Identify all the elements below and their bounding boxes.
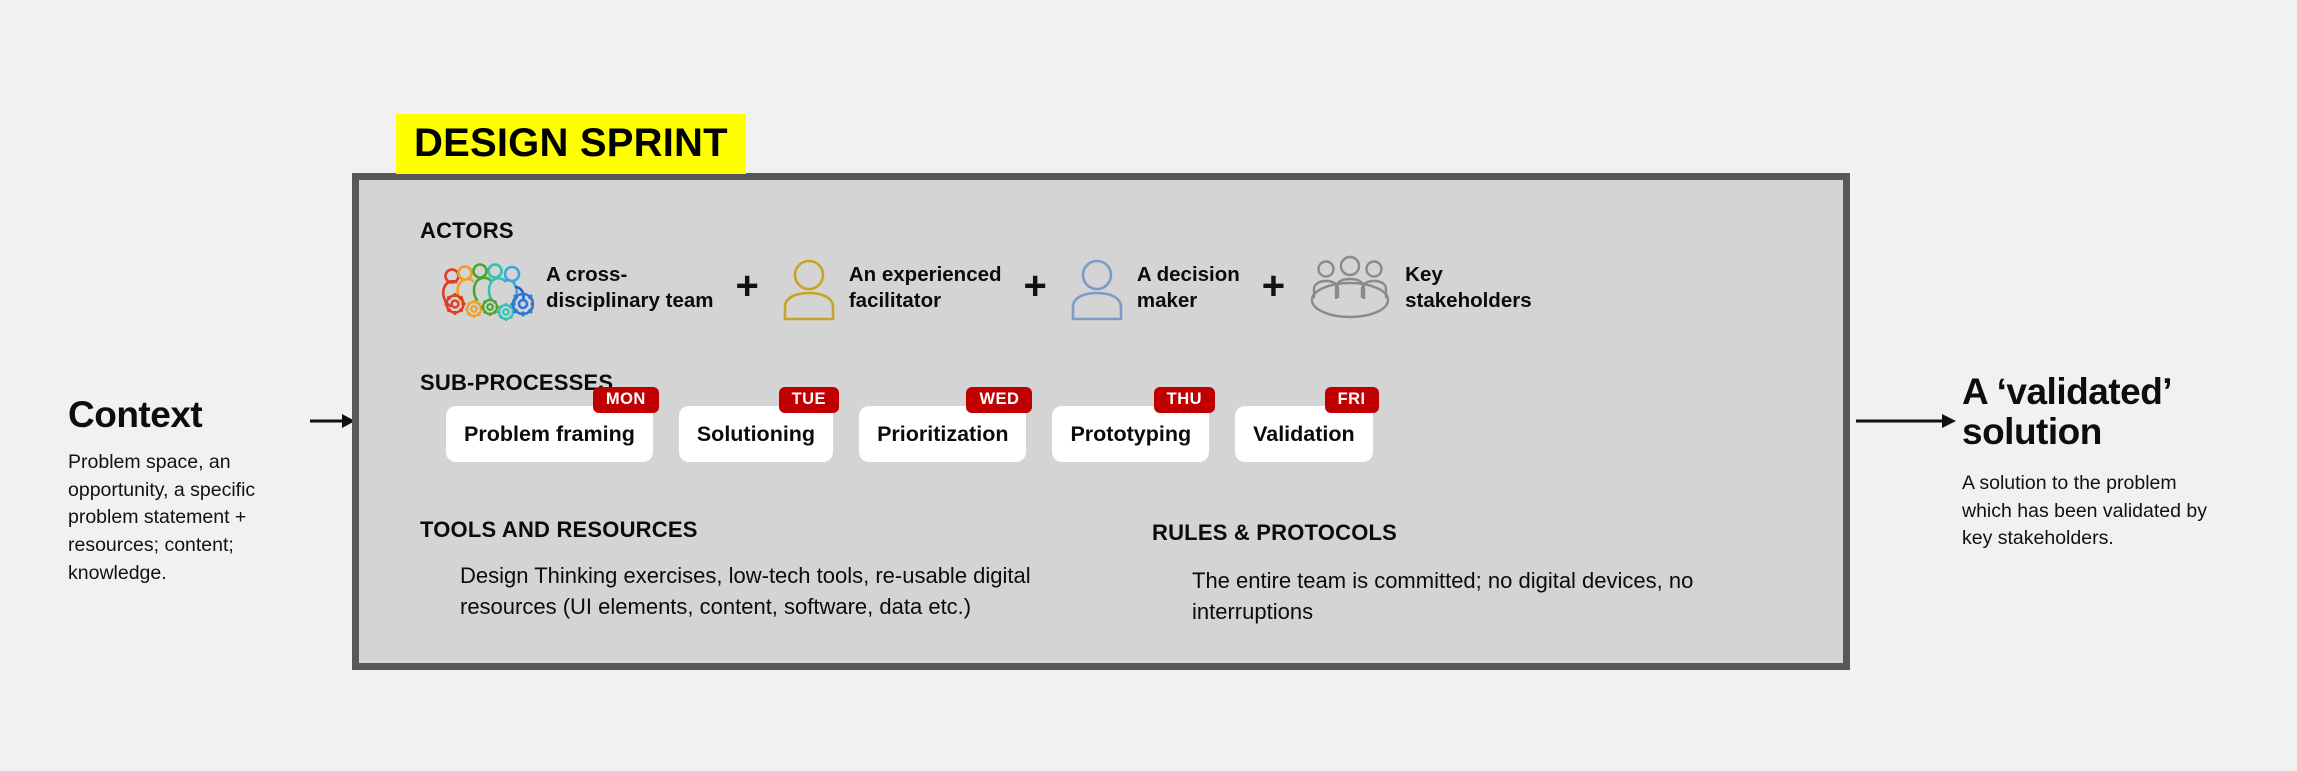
outcome-block: A ‘validated’ solution A solution to the… bbox=[1962, 372, 2212, 553]
step-card-prioritization[interactable]: WED Prioritization bbox=[859, 387, 1033, 462]
actor-label: An experienced facilitator bbox=[848, 262, 1002, 312]
actor-separator-plus: + bbox=[735, 264, 759, 308]
actor-decision-maker: A decision maker bbox=[1069, 255, 1240, 321]
outcome-description: A solution to the problem which has been… bbox=[1962, 471, 2207, 550]
step-card-solutioning[interactable]: TUE Solutioning bbox=[678, 387, 840, 462]
step-card-prototyping[interactable]: THU Prototyping bbox=[1052, 387, 1216, 462]
actor-key-stakeholders: Key stakeholders bbox=[1307, 255, 1532, 321]
key-stakeholders-group-icon bbox=[1310, 255, 1390, 319]
step-label: Solutioning bbox=[696, 421, 816, 446]
actors-section-label: ACTORS bbox=[420, 218, 514, 243]
step-card-problem-framing[interactable]: MON Problem framing bbox=[446, 387, 659, 462]
actor-label: Key stakeholders bbox=[1405, 262, 1532, 312]
actor-separator-plus: + bbox=[1023, 264, 1047, 308]
actor-label: A cross- disciplinary team bbox=[546, 262, 714, 312]
step-label: Prototyping bbox=[1070, 421, 1192, 446]
rules-section-label: RULES & PROTOCOLS bbox=[1152, 520, 1398, 545]
day-badge: WED bbox=[966, 387, 1033, 413]
step-label: Validation bbox=[1253, 421, 1355, 446]
decision-maker-person-icon bbox=[1071, 259, 1123, 321]
cross-disciplinary-team-icon bbox=[441, 263, 534, 321]
step-card-validation[interactable]: FRI Validation bbox=[1235, 387, 1379, 462]
subprocesses-section-label: SUB-PROCESSES bbox=[420, 370, 614, 395]
day-badge: MON bbox=[592, 387, 659, 413]
design-sprint-title: DESIGN SPRINT bbox=[396, 114, 746, 174]
day-badge: THU bbox=[1153, 387, 1216, 413]
rules-section-text: The entire team is committed; no digital… bbox=[1192, 568, 1694, 625]
facilitator-person-icon bbox=[783, 259, 835, 321]
context-block: Context Problem space, an opportunity, a… bbox=[68, 395, 308, 587]
tools-section-text: Design Thinking exercises, low-tech tool… bbox=[460, 563, 1031, 620]
outcome-title: A ‘validated’ solution bbox=[1962, 371, 2171, 452]
actor-experienced-facilitator: An experienced facilitator bbox=[781, 255, 1002, 321]
actor-separator-plus: + bbox=[1261, 264, 1286, 308]
day-badge: TUE bbox=[778, 387, 840, 413]
context-description: Problem space, an opportunity, a specifi… bbox=[68, 450, 256, 584]
step-label: Problem framing bbox=[464, 421, 635, 446]
tools-section-label: TOOLS AND RESOURCES bbox=[420, 517, 698, 542]
context-title: Context bbox=[68, 394, 203, 435]
actors-row: A cross- disciplinary team + An experien… bbox=[430, 252, 1532, 324]
actor-cross-disciplinary-team: A cross- disciplinary team bbox=[430, 252, 713, 324]
subprocesses-row: MON Problem framing TUE Solutioning WED … bbox=[446, 387, 1379, 462]
arrow-into-sprint-icon bbox=[310, 414, 355, 428]
actor-label: A decision maker bbox=[1136, 262, 1240, 312]
day-badge: FRI bbox=[1324, 387, 1379, 413]
arrow-to-outcome-icon bbox=[1856, 414, 1956, 428]
step-label: Prioritization bbox=[877, 421, 1009, 446]
